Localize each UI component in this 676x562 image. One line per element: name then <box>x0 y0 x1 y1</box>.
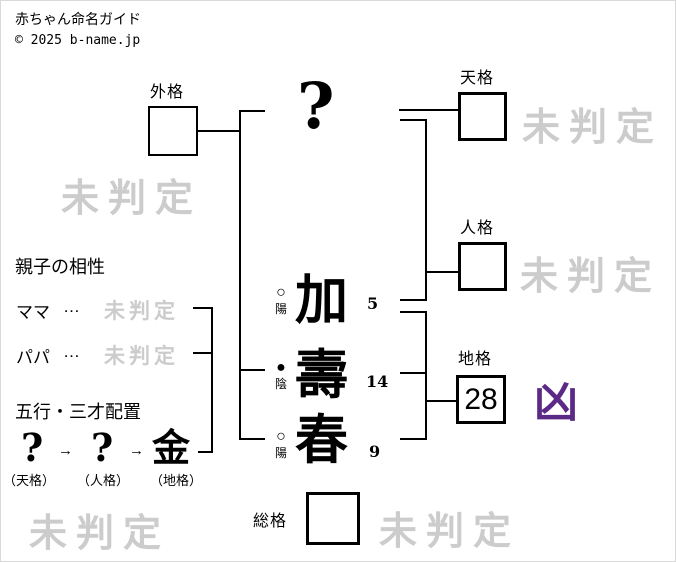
gogyou-stub-line <box>198 451 212 453</box>
soukaku-label: 総格 <box>253 513 288 530</box>
tenkaku-label: 天格 <box>460 70 495 87</box>
copyright-text: © 2025 b-name.jp <box>15 33 141 48</box>
yang-label: 陽 <box>274 446 287 460</box>
gaikaku-status-watermark: 未判定 <box>61 175 203 220</box>
gaikaku-char2-stub-line <box>239 369 265 371</box>
compatibility-bracket-vertical-line <box>211 307 213 453</box>
chikaku-char2-stub-line <box>400 372 427 374</box>
chikaku-char1-stub-line <box>400 311 427 313</box>
gaikaku-surname-stub-line <box>239 110 265 112</box>
papa-label: パパ <box>16 348 50 367</box>
chikaku-value-box: 28 <box>456 375 506 424</box>
gogyou-tenkaku-value: ? <box>21 425 44 470</box>
inyo-marker-1: ○ 陽 <box>270 284 292 316</box>
jinkaku-char1-stub-line <box>400 299 427 301</box>
chikaku-bracket-vertical-line <box>425 311 427 440</box>
inyo-marker-2: ● 陰 <box>270 359 292 391</box>
page-title: 赤ちゃん命名ガイド <box>15 12 141 28</box>
name-char-3-strokes: 9 <box>369 442 381 461</box>
papa-status-watermark: 未判定 <box>104 343 179 368</box>
compatibility-title: 親子の相性 <box>15 257 105 277</box>
gogyou-arrow-1: → <box>58 442 73 459</box>
tenkaku-value-box <box>458 92 507 141</box>
gaikaku-label: 外格 <box>150 84 185 101</box>
gaikaku-char3-stub-line <box>239 438 265 440</box>
chikaku-value: 28 <box>464 382 498 416</box>
jinkaku-label: 人格 <box>460 220 495 237</box>
gogyou-jinkaku-value: ? <box>91 425 114 470</box>
name-char-2: 壽 <box>295 344 348 406</box>
gaikaku-value-box <box>148 106 198 156</box>
gaikaku-box-connector-line <box>198 130 239 132</box>
mama-stub-line <box>193 307 212 309</box>
gogyou-chikaku-label: （地格） <box>150 473 203 488</box>
mama-status-watermark: 未判定 <box>104 298 179 323</box>
gaikaku-bracket-vertical-line <box>239 110 241 440</box>
jinkaku-value-box <box>458 242 507 291</box>
gogyou-chikaku-value: 金 <box>152 425 191 470</box>
mama-dots: … <box>63 297 80 316</box>
chikaku-status-kyo: 凶 <box>534 377 578 428</box>
chikaku-box-connector-line <box>425 400 456 402</box>
soukaku-value-box <box>306 492 360 545</box>
yang-symbol: ○ <box>276 428 286 445</box>
yin-symbol: ● <box>276 359 286 376</box>
yang-label: 陽 <box>274 302 287 316</box>
gogyou-arrow-2: → <box>129 442 144 459</box>
name-char-1: 加 <box>295 269 348 331</box>
mama-label: ママ <box>16 303 50 322</box>
papa-dots: … <box>63 342 80 361</box>
soukaku-status-watermark: 未判定 <box>379 508 521 553</box>
chikaku-label: 地格 <box>458 351 493 368</box>
jinkaku-surname-stub-line <box>400 119 427 121</box>
name-char-2-strokes: 14 <box>366 372 389 391</box>
gogyou-jinkaku-label: （人格） <box>77 473 130 488</box>
gogyou-title: 五行・三才配置 <box>15 402 141 422</box>
inyo-marker-3: ○ 陽 <box>270 428 292 460</box>
jinkaku-box-connector-line <box>425 271 458 273</box>
name-char-3: 春 <box>295 409 348 471</box>
jinkaku-status-watermark: 未判定 <box>520 253 662 298</box>
chikaku-char3-stub-line <box>400 438 427 440</box>
tenkaku-status-watermark: 未判定 <box>522 104 664 149</box>
papa-stub-line <box>193 352 212 354</box>
tenkaku-connector-line <box>399 109 458 111</box>
surname-placeholder: ? <box>297 69 335 144</box>
name-char-1-strokes: 5 <box>367 294 379 313</box>
bottom-left-watermark: 未判定 <box>29 510 171 555</box>
gogyou-tenkaku-label: （天格） <box>3 473 56 488</box>
yin-label: 陰 <box>274 377 287 391</box>
jinkaku-bracket-vertical-line <box>425 119 427 301</box>
yang-symbol: ○ <box>276 284 286 301</box>
